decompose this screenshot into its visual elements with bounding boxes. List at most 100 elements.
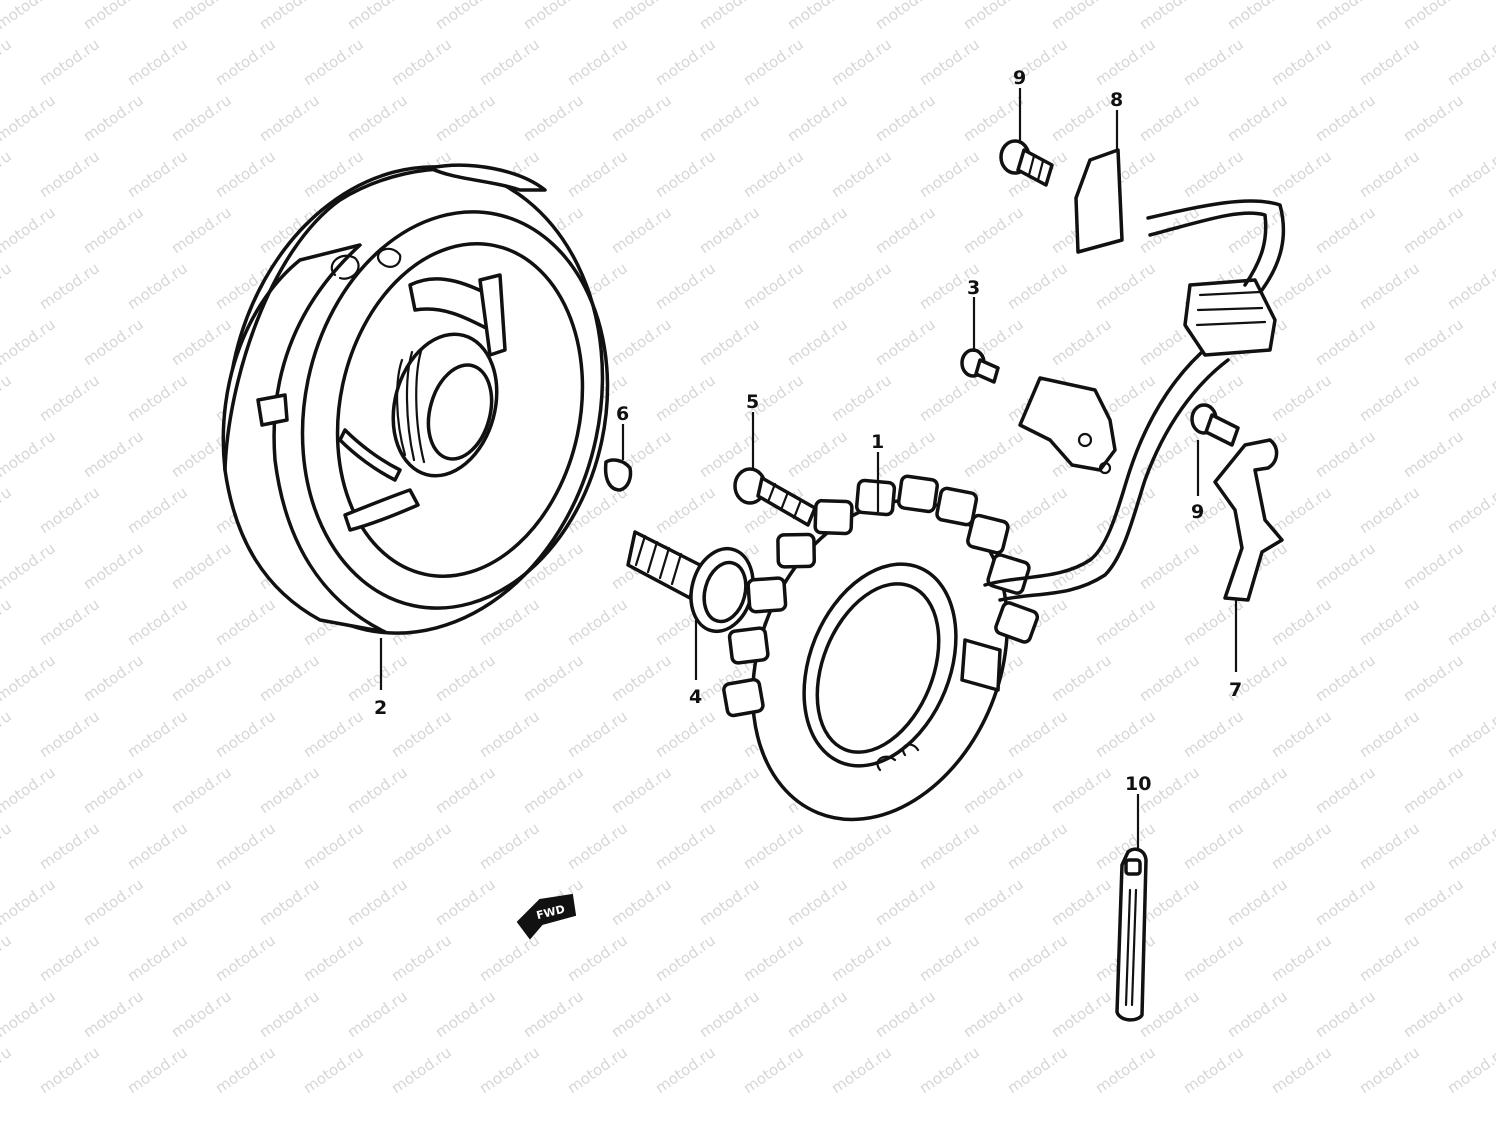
- watermark-text: motod.ru: [1136, 0, 1203, 33]
- watermark-text: motod.ru: [432, 651, 499, 705]
- watermark-text: motod.ru: [1180, 35, 1247, 89]
- rotor-bolt-drawing: [626, 530, 755, 634]
- watermark-text: motod.ru: [1048, 91, 1115, 145]
- watermark-text: motod.ru: [1444, 259, 1496, 313]
- watermark-text: motod.ru: [1268, 931, 1335, 985]
- watermark-text: motod.ru: [784, 203, 851, 257]
- watermark-text: motod.ru: [1268, 35, 1335, 89]
- watermark-text: motod.ru: [476, 707, 543, 761]
- watermark-text: motod.ru: [388, 35, 455, 89]
- watermark-text: motod.ru: [1356, 707, 1423, 761]
- watermark-text: motod.ru: [608, 315, 675, 369]
- watermark-text: motod.ru: [1268, 819, 1335, 873]
- bolt-top-drawing: [999, 139, 1054, 187]
- watermark-text: motod.ru: [0, 91, 59, 145]
- watermark-text: motod.ru: [696, 315, 763, 369]
- watermark-text: motod.ru: [476, 931, 543, 985]
- watermark-text: motod.ru: [0, 875, 59, 929]
- watermark-text: motod.ru: [36, 147, 103, 201]
- watermark-text: motod.ru: [1268, 1043, 1335, 1097]
- watermark-text: motod.ru: [36, 1043, 103, 1097]
- watermark-text: motod.ru: [0, 819, 15, 873]
- watermark-text: motod.ru: [1180, 1043, 1247, 1097]
- watermark-text: motod.ru: [1444, 1043, 1496, 1097]
- watermark-text: motod.ru: [36, 819, 103, 873]
- watermark-text: motod.ru: [696, 91, 763, 145]
- watermark-text: motod.ru: [1224, 91, 1291, 145]
- watermark-text: motod.ru: [652, 931, 719, 985]
- callout-woodruff-key: 6: [616, 403, 629, 425]
- watermark-text: motod.ru: [916, 819, 983, 873]
- watermark-text: motod.ru: [652, 147, 719, 201]
- watermark-text: motod.ru: [1400, 987, 1467, 1041]
- watermark-text: motod.ru: [1356, 259, 1423, 313]
- watermark-text: motod.ru: [1444, 819, 1496, 873]
- watermark-text: motod.ru: [1400, 539, 1467, 593]
- watermark-text: motod.ru: [1004, 259, 1071, 313]
- watermark-text: motod.ru: [168, 875, 235, 929]
- watermark-text: motod.ru: [960, 203, 1027, 257]
- watermark-text: motod.ru: [212, 595, 279, 649]
- watermark-text: motod.ru: [828, 259, 895, 313]
- watermark-text: motod.ru: [960, 427, 1027, 481]
- watermark-text: motod.ru: [1268, 147, 1335, 201]
- watermark-text: motod.ru: [1312, 315, 1379, 369]
- watermark-text: motod.ru: [344, 987, 411, 1041]
- watermark-text: motod.ru: [916, 147, 983, 201]
- watermark-text: motod.ru: [1092, 595, 1159, 649]
- watermark-text: motod.ru: [80, 651, 147, 705]
- watermark-text: motod.ru: [476, 1043, 543, 1097]
- watermark-text: motod.ru: [1092, 483, 1159, 537]
- watermark-text: motod.ru: [872, 315, 939, 369]
- watermark-text: motod.ru: [0, 707, 15, 761]
- watermark-text: motod.ru: [520, 987, 587, 1041]
- watermark-text: motod.ru: [564, 931, 631, 985]
- callout-wire-clamp: 7: [1229, 679, 1242, 701]
- watermark-text: motod.ru: [36, 259, 103, 313]
- watermark-text: motod.ru: [0, 483, 15, 537]
- callout-cable-tie: 10: [1125, 773, 1151, 795]
- watermark-text: motod.ru: [1224, 763, 1291, 817]
- watermark-text: motod.ru: [388, 707, 455, 761]
- watermark-text: motod.ru: [916, 1043, 983, 1097]
- watermark-text: motod.ru: [124, 371, 191, 425]
- watermark-text: motod.ru: [608, 203, 675, 257]
- watermark-text: motod.ru: [476, 35, 543, 89]
- watermark-text: motod.ru: [212, 707, 279, 761]
- watermark-text: motod.ru: [80, 91, 147, 145]
- wire-harness-drawing: [960, 199, 1286, 692]
- watermark-text: motod.ru: [80, 315, 147, 369]
- watermark-text: motod.ru: [432, 875, 499, 929]
- watermark-text: motod.ru: [1136, 91, 1203, 145]
- watermark-text: motod.ru: [0, 651, 59, 705]
- watermark-text: motod.ru: [1356, 1043, 1423, 1097]
- watermark-text: motod.ru: [1356, 483, 1423, 537]
- watermark-text: motod.ru: [1356, 819, 1423, 873]
- watermark-text: motod.ru: [0, 987, 59, 1041]
- pickup-bracket-drawing: [1018, 376, 1117, 475]
- watermark-text: motod.ru: [828, 819, 895, 873]
- woodruff-key-drawing: [603, 458, 633, 492]
- watermark-text: motod.ru: [1400, 763, 1467, 817]
- watermark-text: motod.ru: [0, 595, 15, 649]
- watermark-text: motod.ru: [1092, 259, 1159, 313]
- watermark-text: motod.ru: [1356, 371, 1423, 425]
- watermark-text: motod.ru: [872, 91, 939, 145]
- watermark-text: motod.ru: [0, 763, 59, 817]
- watermark-text: motod.ru: [388, 819, 455, 873]
- watermark-text: motod.ru: [1268, 595, 1335, 649]
- watermark-text: motod.ru: [1180, 931, 1247, 985]
- watermark-text: motod.ru: [740, 35, 807, 89]
- watermark-text: motod.ru: [0, 931, 15, 985]
- watermark-text: motod.ru: [828, 371, 895, 425]
- watermark-text: motod.ru: [1092, 35, 1159, 89]
- watermark-text: motod.ru: [212, 35, 279, 89]
- watermark-text: motod.ru: [652, 1043, 719, 1097]
- watermark-text: motod.ru: [256, 0, 323, 33]
- watermark-text: motod.ru: [36, 371, 103, 425]
- watermark-text: motod.ru: [80, 987, 147, 1041]
- watermark-text: motod.ru: [300, 35, 367, 89]
- watermark-text: motod.ru: [696, 987, 763, 1041]
